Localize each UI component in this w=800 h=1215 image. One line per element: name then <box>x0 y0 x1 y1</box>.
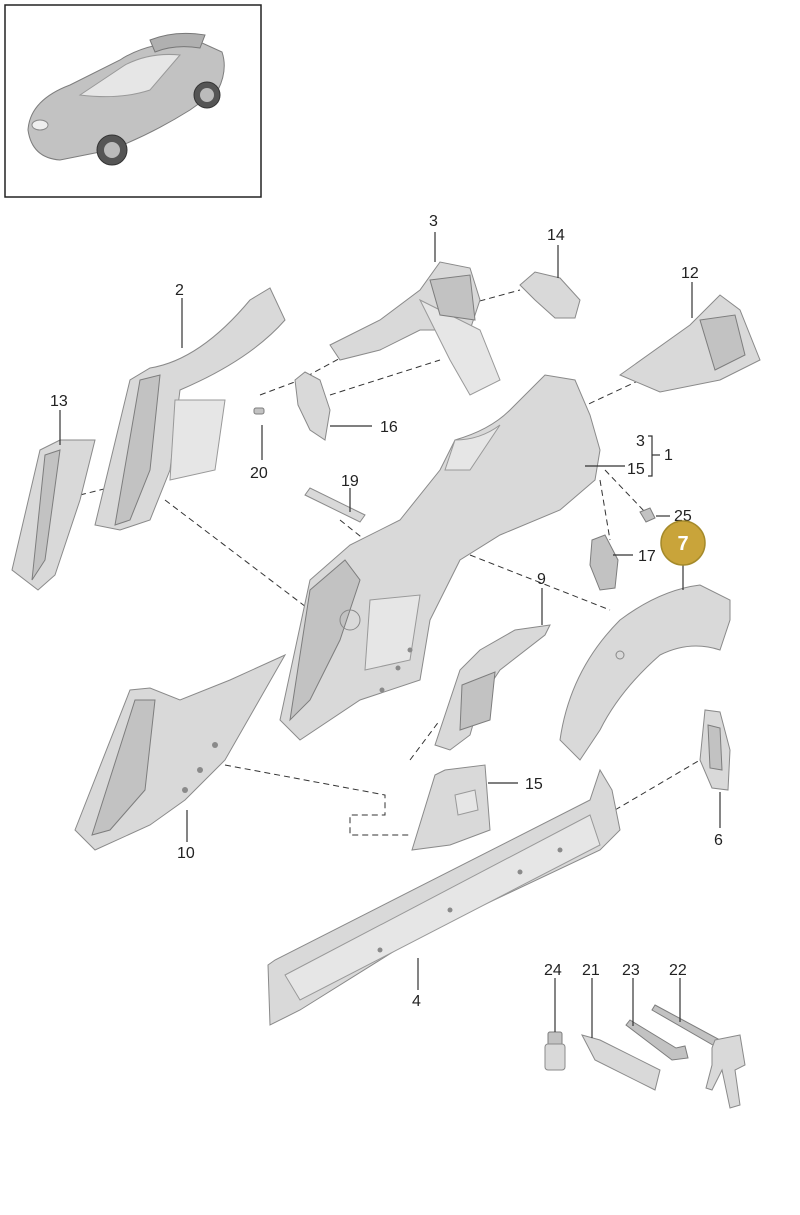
callout-17: 17 <box>638 548 656 565</box>
part-14-bracket <box>519 271 581 319</box>
callout-15b: 15 <box>525 776 543 793</box>
callout-9: 9 <box>537 571 546 588</box>
callout-16: 16 <box>380 419 398 436</box>
callout-2: 2 <box>175 282 184 299</box>
callout-19: 19 <box>341 473 359 490</box>
part-17-pad <box>589 534 619 591</box>
highlighted-callout-7[interactable]: 7 <box>660 520 706 566</box>
callout-15a: 15 <box>627 461 645 478</box>
part-12-rear-panel <box>618 294 761 393</box>
part-7-wheel-arch <box>559 584 731 761</box>
callout-13: 13 <box>50 393 68 410</box>
part-1-side-panel <box>279 374 601 741</box>
part-4-side-sill <box>267 768 621 1026</box>
part-6-bracket <box>699 709 731 791</box>
part-21-adhesive-tube <box>581 1034 661 1091</box>
part-10-a-pillar-inner <box>74 653 287 851</box>
car-thumbnail <box>4 4 262 198</box>
callout-7: 7 <box>677 533 688 555</box>
callout-1: 1 <box>664 447 673 464</box>
callout-4: 4 <box>412 993 421 1010</box>
part-19-strip <box>304 487 366 523</box>
part-2-b-pillar <box>94 287 286 531</box>
part-15-lower-bracket <box>411 764 491 851</box>
callout-labels: 2 3 14 12 13 16 20 19 3 15 1 25 17 9 15 … <box>50 213 723 1010</box>
part-13-a-pillar-trim <box>11 439 96 591</box>
callout-22: 22 <box>669 962 687 979</box>
part-23-nozzle <box>625 1019 689 1061</box>
part-25-clip <box>639 507 656 523</box>
part-22-applicator-gun <box>651 1004 746 1109</box>
callout-23: 23 <box>622 962 640 979</box>
part-16-bracket <box>294 371 331 441</box>
callout-20: 20 <box>250 465 268 482</box>
leader-lines <box>59 232 721 1038</box>
part-20-stud <box>253 407 265 415</box>
callout-24: 24 <box>544 962 562 979</box>
callout-10: 10 <box>177 845 195 862</box>
callout-14: 14 <box>547 227 565 244</box>
callout-3: 3 <box>429 213 438 230</box>
part-24-cartridge <box>544 1031 566 1071</box>
car-illustration-icon <box>27 32 225 166</box>
part-9-inner-reinforcement <box>434 624 551 751</box>
callout-6: 6 <box>714 832 723 849</box>
callout-12: 12 <box>681 265 699 282</box>
part-3-roof-frame <box>329 261 501 396</box>
callout-3b: 3 <box>636 433 645 450</box>
assembly-dash-lines <box>79 289 701 836</box>
callout-21: 21 <box>582 962 600 979</box>
